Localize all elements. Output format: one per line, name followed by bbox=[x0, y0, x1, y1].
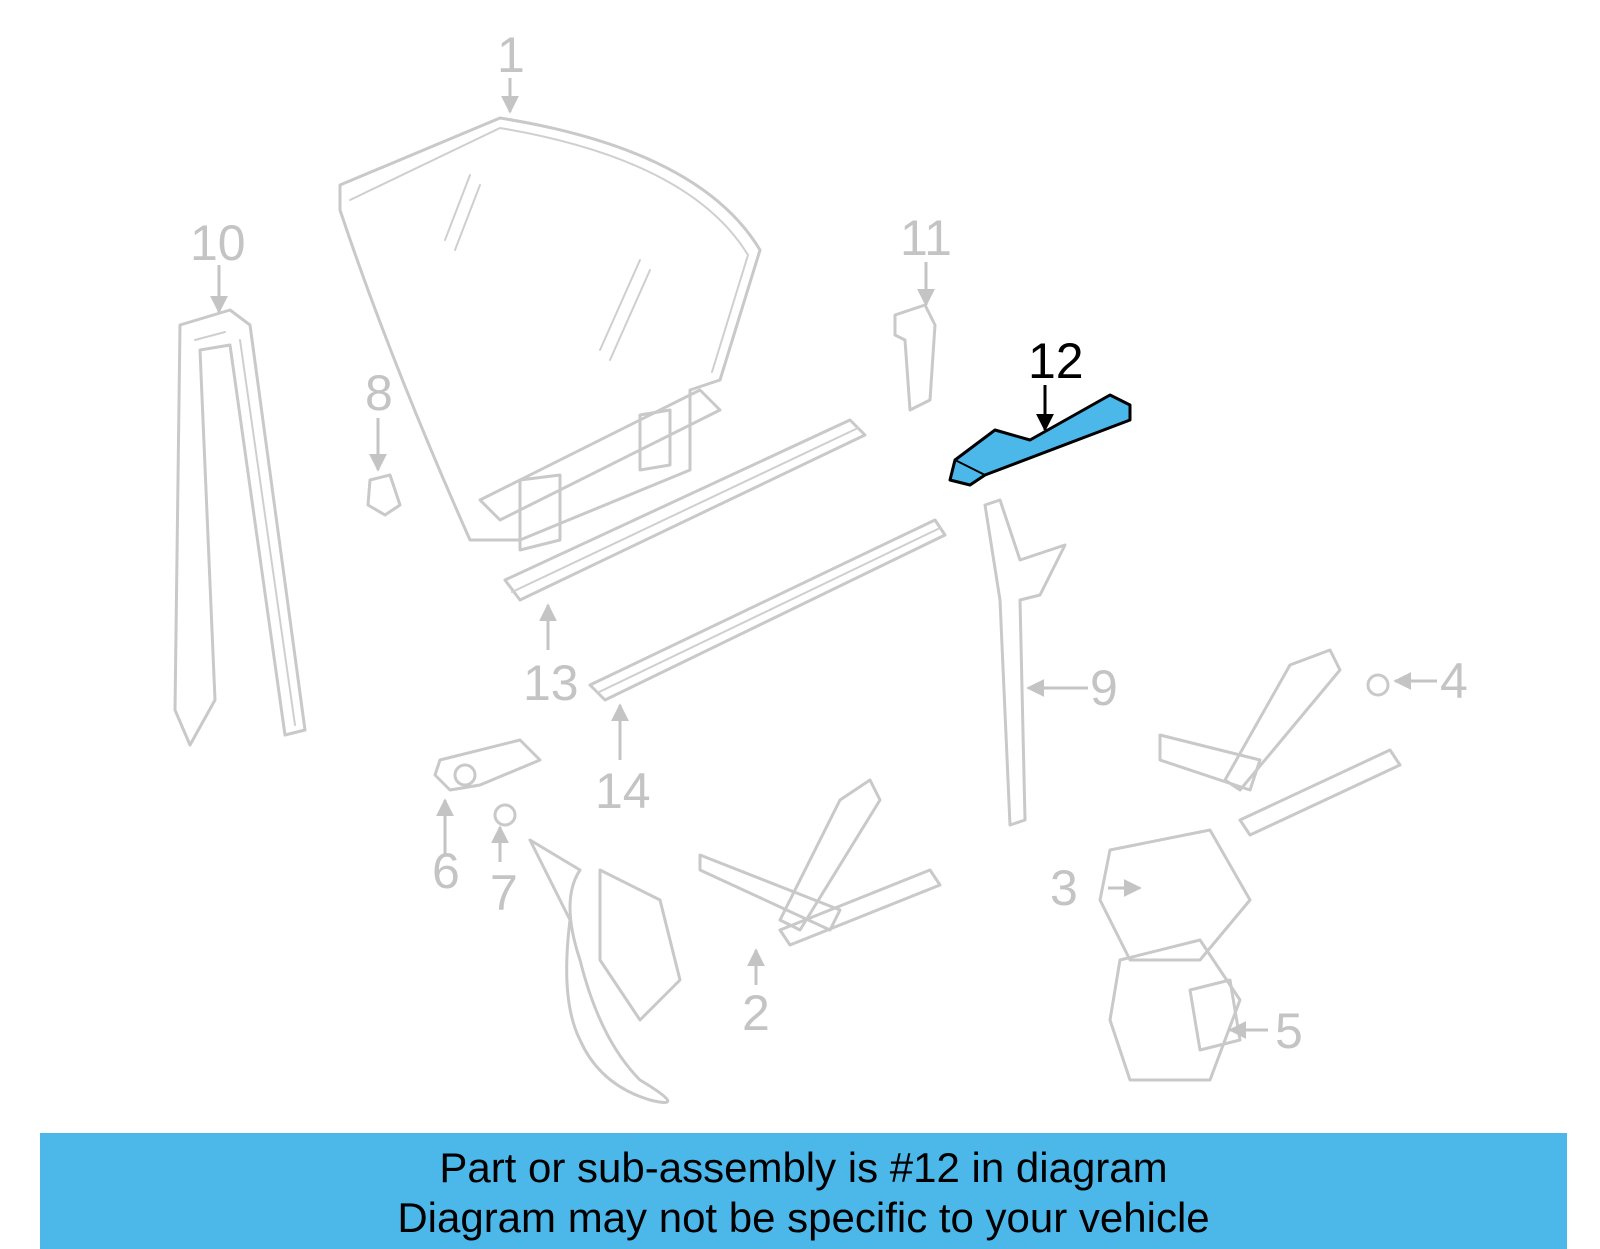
callout-13: 13 bbox=[523, 655, 579, 711]
banner-line-1: Part or sub-assembly is #12 in diagram bbox=[439, 1144, 1168, 1191]
callout-4: 4 bbox=[1440, 653, 1468, 709]
part-4-nut bbox=[1366, 673, 1390, 697]
part-3-regulator bbox=[1098, 648, 1402, 962]
callout-5: 5 bbox=[1275, 1003, 1303, 1059]
info-banner: Part or sub-assembly is #12 in diagram D… bbox=[40, 1133, 1567, 1249]
part-9-run-channel bbox=[983, 498, 1067, 827]
callout-11: 11 bbox=[900, 210, 952, 266]
banner-line-2: Diagram may not be specific to your vehi… bbox=[397, 1194, 1210, 1241]
part-2-regulator bbox=[528, 778, 942, 1104]
part-1-door-glass bbox=[338, 116, 762, 552]
part-12-highlighted bbox=[948, 393, 1132, 487]
part-14-molding bbox=[588, 518, 947, 702]
part-7-bushing bbox=[493, 803, 517, 827]
part-13-belt-molding bbox=[503, 418, 867, 602]
callout-9: 9 bbox=[1090, 660, 1118, 716]
callout-12: 12 bbox=[1028, 333, 1084, 389]
callout-7: 7 bbox=[490, 865, 518, 921]
callout-3: 3 bbox=[1050, 860, 1078, 916]
callout-2: 2 bbox=[742, 985, 770, 1041]
callout-leaders bbox=[210, 78, 1437, 1039]
callout-6: 6 bbox=[432, 843, 460, 899]
part-10-channel bbox=[173, 308, 307, 747]
callout-8: 8 bbox=[365, 365, 393, 421]
callout-10: 10 bbox=[190, 215, 246, 271]
part-8-clip bbox=[366, 473, 402, 517]
part-6-bracket bbox=[433, 738, 542, 792]
part-11-bracket bbox=[893, 303, 937, 412]
part-5-motor bbox=[1108, 938, 1242, 1082]
callout-1: 1 bbox=[497, 27, 525, 83]
callout-14: 14 bbox=[595, 763, 651, 819]
